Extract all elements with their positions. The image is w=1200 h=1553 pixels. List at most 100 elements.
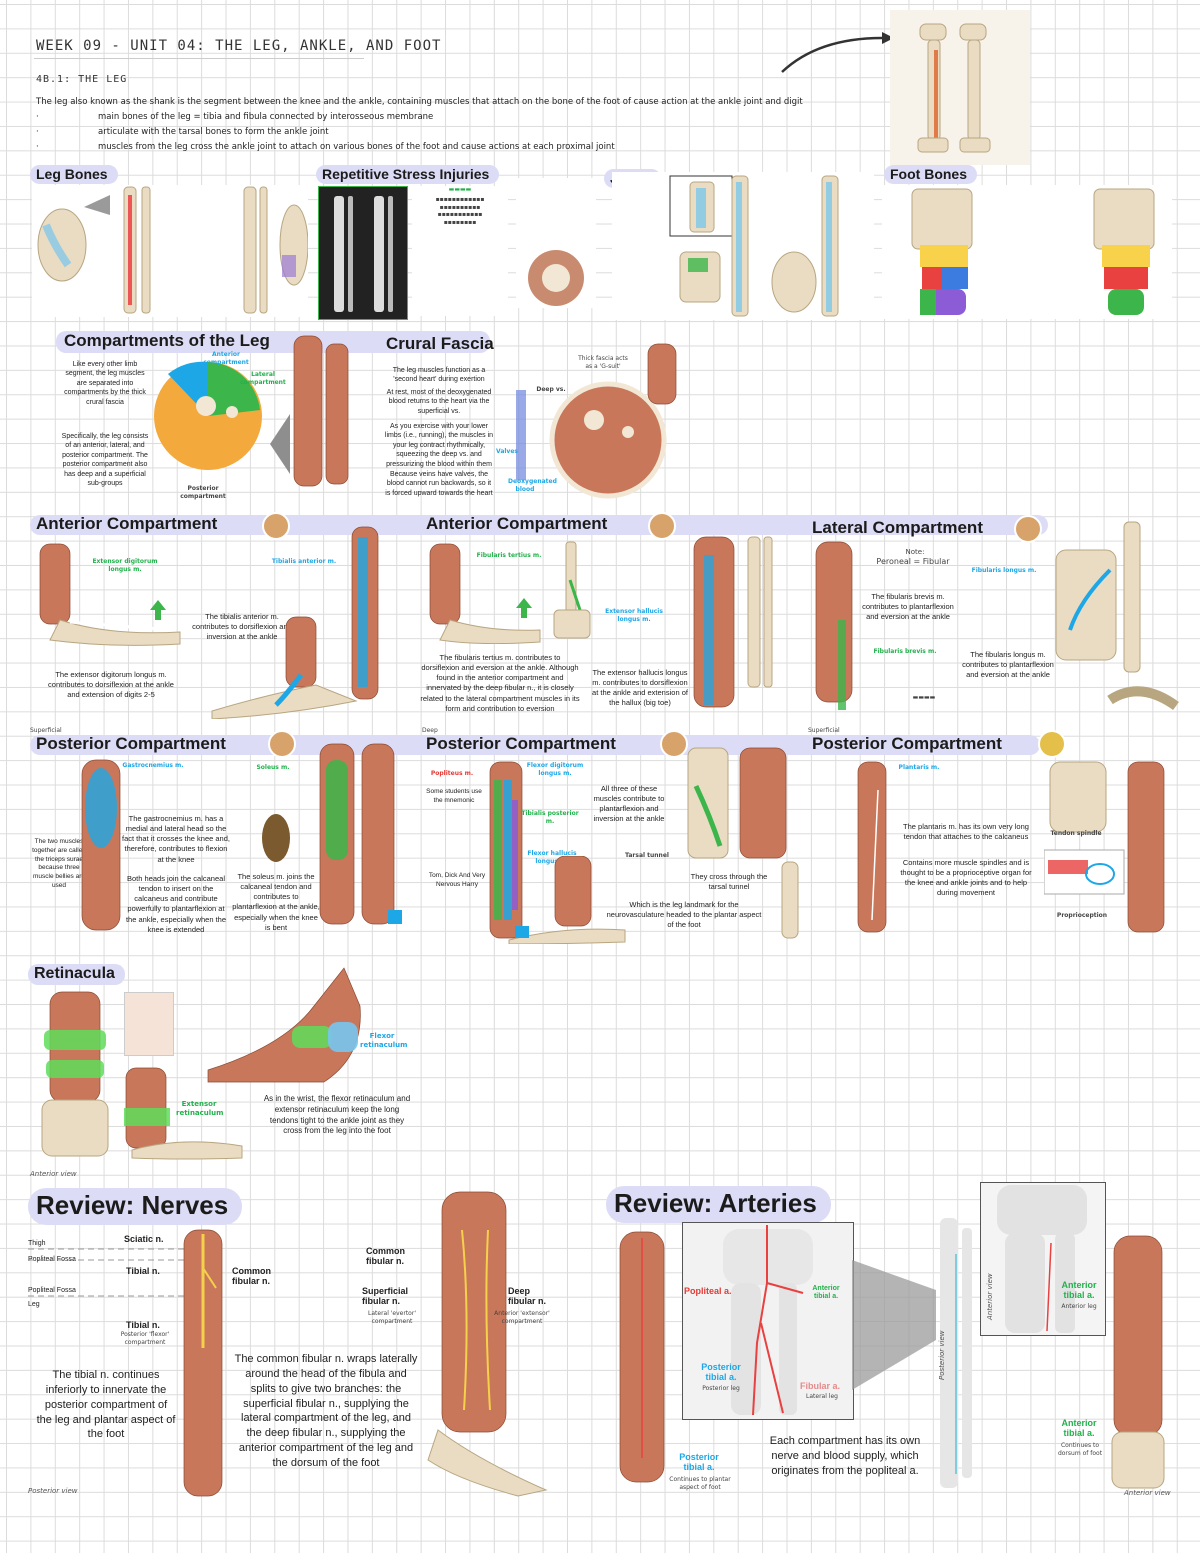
section-leg-bones: Leg Bones (30, 165, 118, 184)
anterior-leg-label: Anterior leg (1061, 1303, 1097, 1310)
common-fibular-description: The common fibular n. wraps laterally ar… (234, 1353, 418, 1469)
common-fibular-label-2: Common fibular n. (366, 1246, 405, 1267)
leg-label: Leg (28, 1301, 40, 1308)
arteries-knee-image (997, 1185, 1087, 1333)
arteries-anterior-bone-image (940, 1218, 972, 1488)
posterior-leg-label: Posterior leg (702, 1385, 740, 1392)
fl-description: The fibularis longus m. contributes to p… (962, 650, 1054, 680)
cross-section-icon (648, 512, 676, 540)
tibial-sub-label: Posterior 'flexor' compartment (120, 1331, 170, 1346)
arteries-posterior-view-label: Posterior view (938, 1330, 946, 1380)
cross-section-icon (1014, 515, 1042, 543)
leg-bones-overview-image (890, 10, 1030, 165)
tibial-label: Tibial n. (126, 1266, 160, 1276)
sciatic-text: Sciatic n. (124, 1234, 164, 1244)
page-title: WEEK 09 - UNIT 04: THE LEG, ANKLE, AND F… (36, 38, 442, 54)
ta-description: The tibialis anterior m. contributes to … (192, 612, 292, 642)
common-fibular-label: Common fibular n. (232, 1266, 271, 1287)
tarsal-tunnel-label: Tarsal tunnel (625, 852, 669, 859)
edl-description-text: The extensor digitorum longus m. contrib… (48, 670, 174, 700)
ta-label: Tibialis anterior m. (271, 558, 337, 565)
bullet-3-text: muscles from the leg cross the ankle joi… (98, 142, 615, 152)
section-subtitle: 4B.1: THE LEG (36, 74, 128, 85)
deoxygenated-label: Deoxygenated blood (508, 478, 557, 493)
superficial-fibular-label: Superficial fibular n. (362, 1286, 409, 1307)
ballet-shoes-image (124, 992, 174, 1056)
anterior-tibial-right-label: Anterior tibial a. (1061, 1280, 1097, 1301)
section-anterior-compartment-1: Anterior Compartment (36, 514, 218, 533)
mnemonic: Tom, Dick And Very Nervous Harry (428, 872, 486, 888)
region-dashes (28, 1248, 188, 1297)
fb-description: The fibularis brevis m. contributes to p… (862, 592, 954, 622)
anterior-tibial-label: Anterior tibial a. (812, 1285, 840, 1301)
anterior-compartment-label: Anterior compartment (203, 351, 249, 366)
posterior-leg-images (319, 743, 402, 925)
which-description: Which is the leg landmark for the neurov… (606, 900, 762, 930)
foot-bones-image (882, 185, 1172, 319)
xray-image (318, 186, 408, 320)
section-retinacula: Retinacula (28, 964, 125, 985)
section-compartments: Compartments of the Leg (64, 331, 270, 350)
pass-description: They cross through the tarsal tunnel (690, 872, 768, 892)
repetitive-fine-print: ▪▪▪▪▪▪▪▪▪▪▪▪▪▪▪▪▪▪▪▪▪▪▪▪▪▪▪▪▪▪▪▪▪▪▪▪▪▪▪▪… (435, 196, 485, 226)
thick-fascia-label: Thick fascia acts as a 'G-suit' (578, 355, 628, 370)
crural-fascia-image (516, 343, 677, 499)
fb-label: Fibularis brevis m. (873, 648, 937, 655)
edl-foot-image (39, 543, 181, 646)
retinacula-anterior-image (41, 991, 109, 1157)
tibia-cross-section-image (528, 250, 584, 306)
arteries-posterior-image (619, 1231, 665, 1483)
retinacula-description: As in the wrist, the flexor retinaculum … (262, 1094, 412, 1137)
ehl-images (693, 536, 773, 708)
extensor-retinaculum-label: Extensor retinaculum (176, 1100, 224, 1117)
fl-label: Fibularis longus m. (971, 567, 1037, 574)
nerves-lateral-image (427, 1191, 548, 1497)
section-review-arteries: Review: Arteries (606, 1186, 831, 1223)
ta-description-text: The tibialis anterior m. contributes to … (192, 612, 292, 642)
ta-leg-image (351, 526, 379, 700)
plantar-leg-image (781, 861, 799, 939)
retinacula-view-label: Anterior view (30, 1170, 77, 1178)
note-title: Note: (905, 548, 925, 556)
deep-posterior-image (489, 761, 523, 939)
section-lateral-compartment: Lateral Compartment (812, 518, 983, 537)
crural-text-2: At rest, most of the deoxygenated blood … (386, 389, 492, 415)
retinacula-flexor-image (207, 967, 361, 1083)
popliteus-label: Popliteus m. (430, 770, 474, 777)
plantar-foot-images (687, 747, 787, 859)
plantaris-detail-images (1044, 761, 1165, 933)
retinacula-description-pre: As in the wrist, the (263, 1094, 330, 1103)
deep-tag: Deep (422, 727, 438, 734)
leg-muscles-image (270, 335, 349, 487)
tibial-label-2: Tibial n. (126, 1320, 160, 1330)
soleus-description: The soleus m. joins the calcaneal tendon… (232, 872, 320, 932)
proprioception-label: Proprioception (1056, 912, 1108, 919)
tarsal-tunnel-image (508, 856, 626, 944)
leg-bones-image (32, 185, 308, 317)
note-text: Peroneal = Fibular (876, 557, 950, 566)
shin-splints-note: ▬▬▬▬ (448, 186, 472, 193)
deep-sub-label: Anterior 'extensor' compartment (494, 1310, 550, 1325)
gastro-description: The gastrocnemius m. has a medial and la… (122, 814, 230, 864)
ehl-description: The extensor hallucis longus m. contribu… (592, 668, 688, 708)
valves-label: Valves (496, 448, 518, 455)
all-three-description: All three of these muscles contribute to… (593, 784, 665, 824)
posterior-tibial-label: Posterior tibial a. (701, 1362, 741, 1383)
bullet-3: ·muscles from the leg cross the ankle jo… (36, 142, 615, 152)
arteries-anterior-muscle-image (1111, 1235, 1165, 1489)
ft-foot-image (429, 543, 541, 644)
intro-paragraph: The leg also known as the shank is the s… (36, 97, 803, 107)
lateral-compartment-label: Lateral compartment (240, 371, 286, 386)
crural-text-1: The leg muscles function as a 'second he… (392, 367, 486, 384)
ehl-label: Extensor hallucis longus m. (605, 608, 663, 623)
title-underline (34, 58, 364, 59)
section-posterior-compartment-1: Posterior Compartment (36, 734, 226, 753)
plantaris-description-2: Contains more muscle spindles and is tho… (900, 858, 1032, 898)
triceps-surae-note: The two muscles together are called the … (32, 838, 86, 889)
gastrocnemius-label: Gastrocnemius m. (122, 762, 184, 769)
sciatic-label: Sciatic n. (124, 1234, 164, 1244)
edl-description: The extensor digitorum longus m. contrib… (46, 670, 176, 700)
bullet-2-text: articulate with the tarsal bones to form… (98, 127, 329, 137)
mnemonic-intro: Some students use the mnemonic (426, 788, 482, 804)
plantaris-label: Plantaris m. (898, 764, 940, 771)
